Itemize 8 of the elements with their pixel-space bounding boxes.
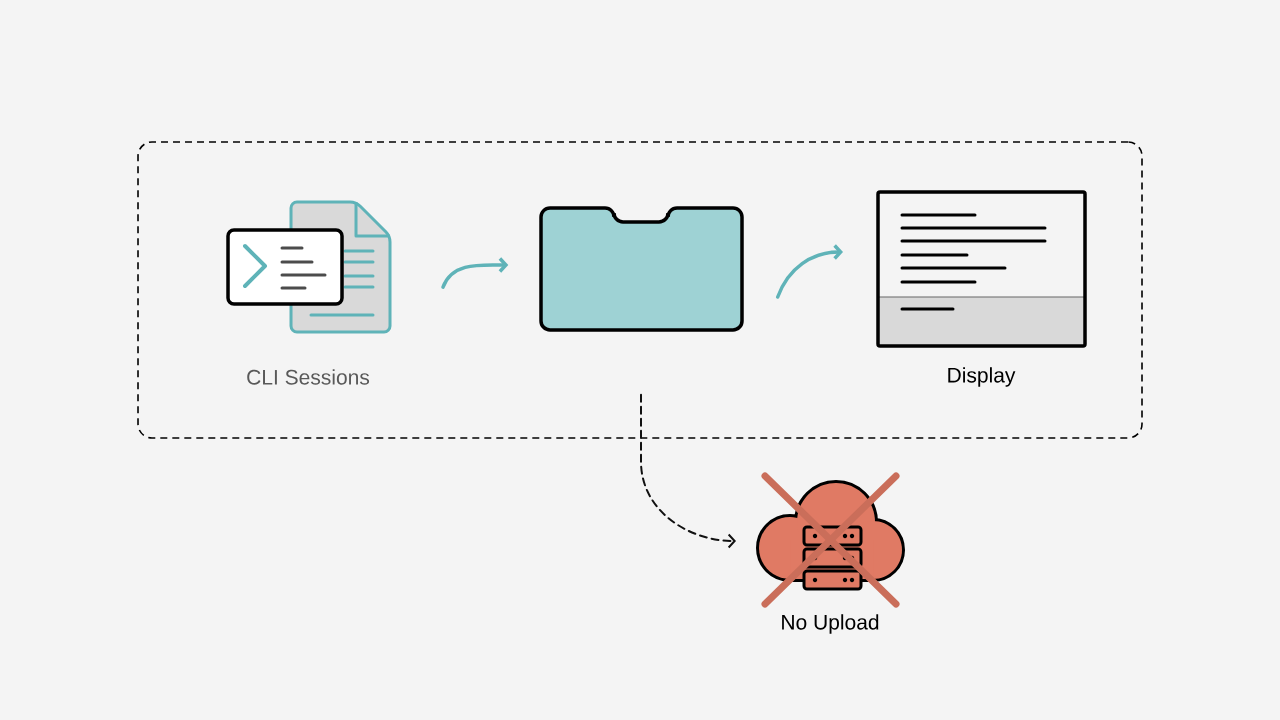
node-label: Display: [948, 367, 1016, 387]
node-label: No Upload: [782, 614, 879, 634]
notch-window: [539, 206, 744, 332]
arrow: [441, 257, 509, 289]
node-label: CLI Sessions: [247, 369, 370, 385]
arrow: [775, 244, 843, 299]
group-boundary: [137, 141, 1143, 439]
arrow: [640, 393, 736, 549]
